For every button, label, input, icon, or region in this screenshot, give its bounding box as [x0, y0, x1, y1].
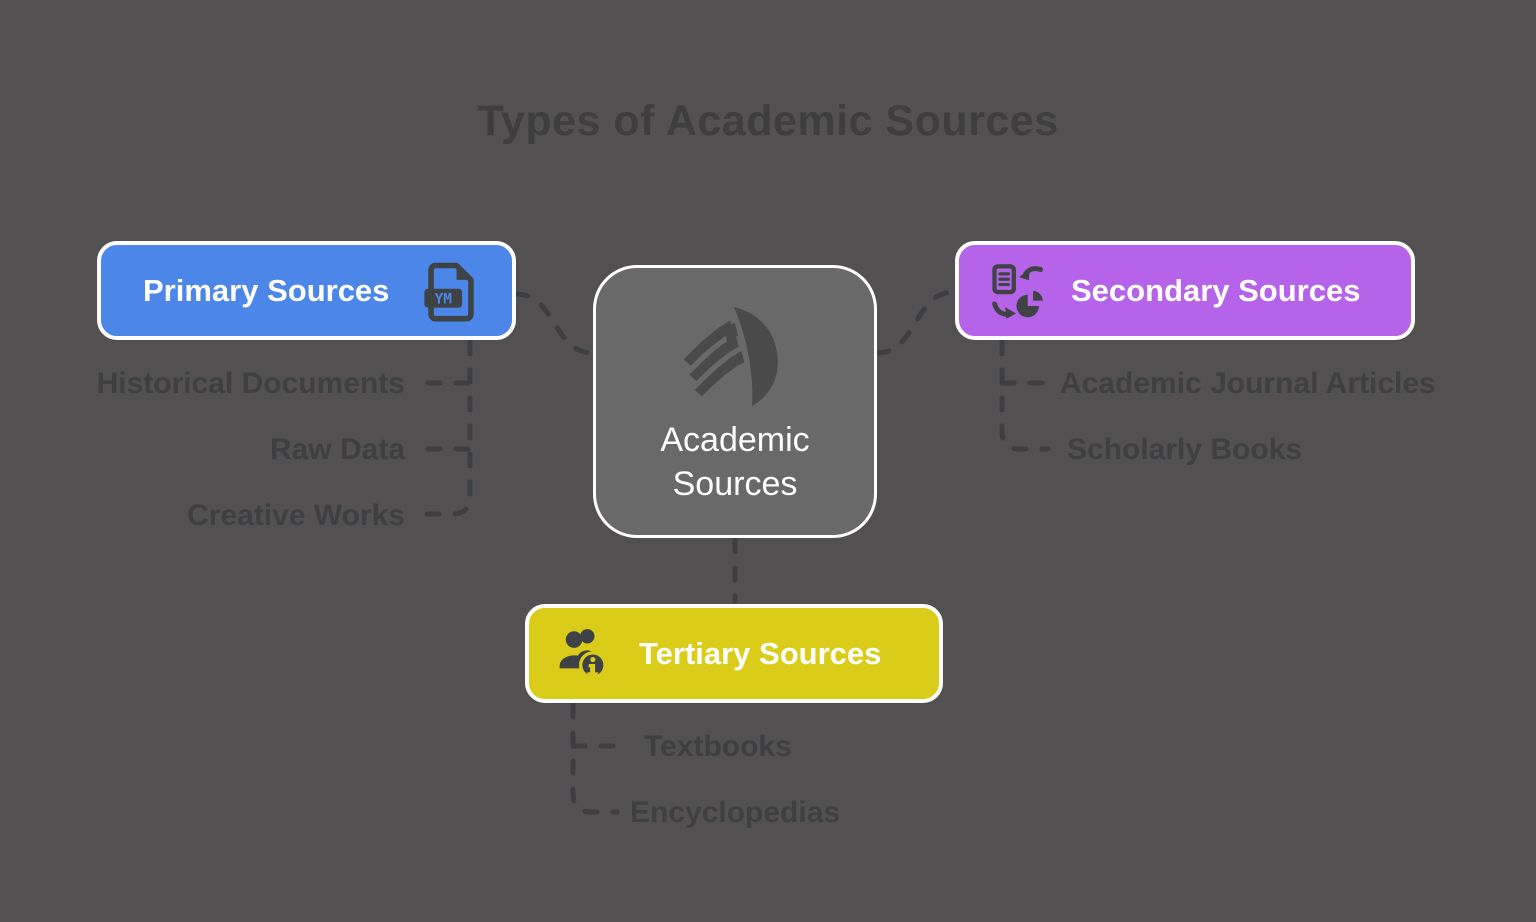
node-tertiary-sources: Tertiary Sources [525, 604, 943, 703]
node-secondary-sources: Secondary Sources [955, 241, 1415, 340]
people-info-icon [559, 628, 607, 679]
document-pie-sync-icon [992, 263, 1043, 319]
yaml-file-icon: YM [424, 262, 474, 321]
child-encyclopedias: Encyclopedias [630, 796, 841, 829]
child-scholarly-books: Scholarly Books [1067, 433, 1303, 466]
connector-center-secondary [874, 289, 957, 356]
connector-primary-trunk [423, 339, 473, 517]
tertiary-sources-label: Tertiary Sources [639, 635, 882, 671]
child-textbooks: Textbooks [644, 730, 792, 763]
child-creative-works: Creative Works [187, 499, 405, 532]
center-node-label: Academic Sources [660, 420, 810, 503]
node-primary-sources: Primary Sources YM [97, 241, 516, 340]
child-academic-journal-articles: Academic Journal Articles [1060, 367, 1436, 400]
svg-text:YM: YM [435, 291, 453, 307]
connector-center-primary [513, 291, 596, 356]
connector-tertiary-trunk [570, 702, 620, 815]
open-book-icon [683, 306, 778, 406]
node-academic-sources: Academic Sources [593, 265, 877, 538]
child-raw-data: Raw Data [269, 433, 405, 466]
primary-sources-label: Primary Sources [143, 272, 390, 308]
child-historical-documents: Historical Documents [96, 367, 405, 400]
diagram-title: Types of Academic Sources [477, 97, 1059, 145]
secondary-sources-label: Secondary Sources [1071, 272, 1361, 308]
connector-secondary-trunk [999, 339, 1051, 452]
